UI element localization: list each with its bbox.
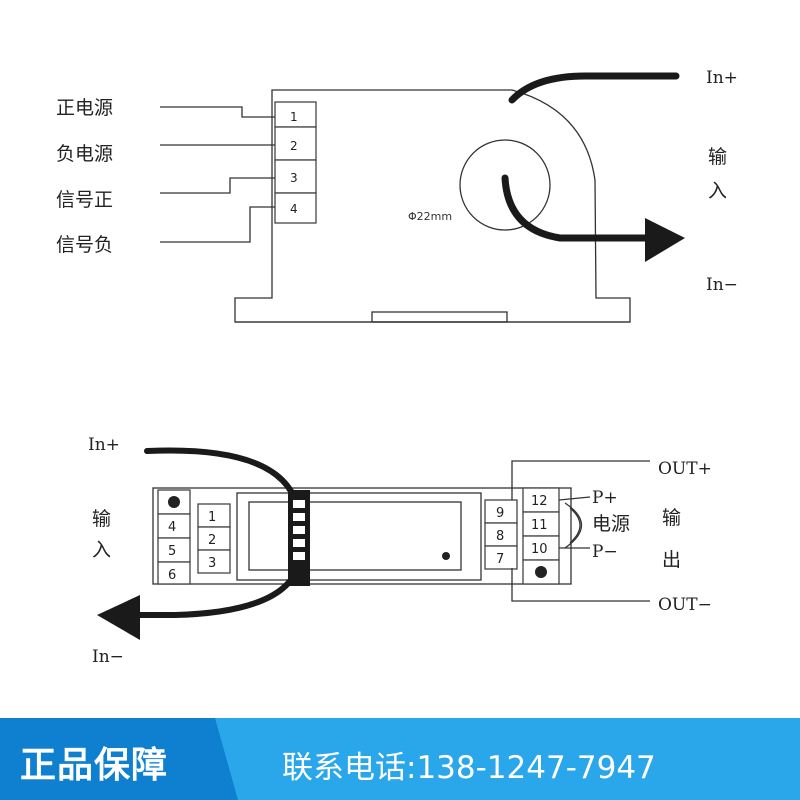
wire-clamp <box>288 490 310 586</box>
top-sensor-diagram: 1 2 3 4 正电源 负电源 信号正 信号负 Φ22mm In+ 输 入 In… <box>56 68 738 323</box>
right-terminal-8: 8 <box>496 529 504 544</box>
inner-terminal-strip: 1 2 3 <box>197 503 231 574</box>
inner-terminal-3: 3 <box>208 556 216 571</box>
label-out-minus: OUT− <box>658 595 712 615</box>
right-outer-terminal-strip: 12 11 10 <box>522 487 560 585</box>
right-terminal-7: 7 <box>496 552 504 567</box>
bottom-wire-arrowhead <box>97 595 140 640</box>
label-signal-negative: 信号负 <box>56 234 113 256</box>
wiring-diagram: 1 2 3 4 正电源 负电源 信号正 信号负 Φ22mm In+ 输 入 In… <box>56 68 738 667</box>
display-window <box>248 501 462 571</box>
bottom-input-char-2: 入 <box>92 539 111 561</box>
right-terminal-9: 9 <box>496 506 504 521</box>
bottom-in-minus: In− <box>92 647 124 667</box>
label-power: 电源 <box>592 513 630 535</box>
bottom-sensor-diagram: 4 5 6 1 2 3 9 8 7 12 11 10 <box>88 435 712 667</box>
left-terminal-6: 6 <box>168 568 176 583</box>
bottom-output-char-1: 输 <box>662 507 681 529</box>
right-terminal-11: 11 <box>531 518 548 533</box>
bottom-output-char-2: 出 <box>662 549 681 571</box>
top-input-char-2: 入 <box>708 180 727 202</box>
top-in-minus: In− <box>706 275 738 295</box>
top-terminal-1: 1 <box>290 110 298 124</box>
indicator-dot <box>442 552 450 560</box>
bottom-input-char-1: 输 <box>92 508 111 530</box>
top-terminal-3: 3 <box>290 171 298 185</box>
left-terminal-5: 5 <box>168 544 176 559</box>
left-terminal-strip: 4 5 6 <box>157 489 191 585</box>
top-terminal-2: 2 <box>290 139 298 153</box>
label-out-plus: OUT+ <box>658 459 712 479</box>
right-terminal-strip: 9 8 7 <box>484 499 518 570</box>
label-negative-power: 负电源 <box>56 143 113 165</box>
label-signal-positive: 信号正 <box>56 189 113 211</box>
genuine-guarantee-text: 正品保障 <box>20 745 169 786</box>
top-input-char-1: 输 <box>708 146 727 168</box>
top-wire-arrowhead <box>645 218 685 262</box>
label-positive-power: 正电源 <box>56 97 113 119</box>
top-terminal-4: 4 <box>290 202 298 216</box>
top-base-slot <box>371 311 508 323</box>
contact-banner: 正品保障 联系电话:138-1247-7947 <box>0 718 800 800</box>
bottom-module-body <box>152 487 572 585</box>
inner-terminal-2: 2 <box>208 533 216 548</box>
label-p-minus: P− <box>592 542 618 562</box>
through-hole <box>459 139 551 231</box>
power-cable-loop <box>564 502 582 549</box>
contact-phone-text: 联系电话:138-1247-7947 <box>282 750 656 786</box>
left-screw-icon <box>168 496 180 508</box>
hole-diameter-label: Φ22mm <box>408 210 452 223</box>
bottom-in-plus: In+ <box>88 435 120 455</box>
right-screw-icon <box>535 566 547 578</box>
right-terminal-10: 10 <box>531 542 548 557</box>
right-terminal-12: 12 <box>531 494 548 509</box>
top-primary-wire <box>508 72 680 104</box>
banner-left-block: 正品保障 <box>0 718 238 800</box>
top-in-plus: In+ <box>706 68 738 88</box>
left-terminal-4: 4 <box>168 520 176 535</box>
inner-terminal-1: 1 <box>208 510 216 525</box>
label-p-plus: P+ <box>592 488 618 508</box>
top-terminal-block: 1 2 3 4 <box>274 101 317 224</box>
